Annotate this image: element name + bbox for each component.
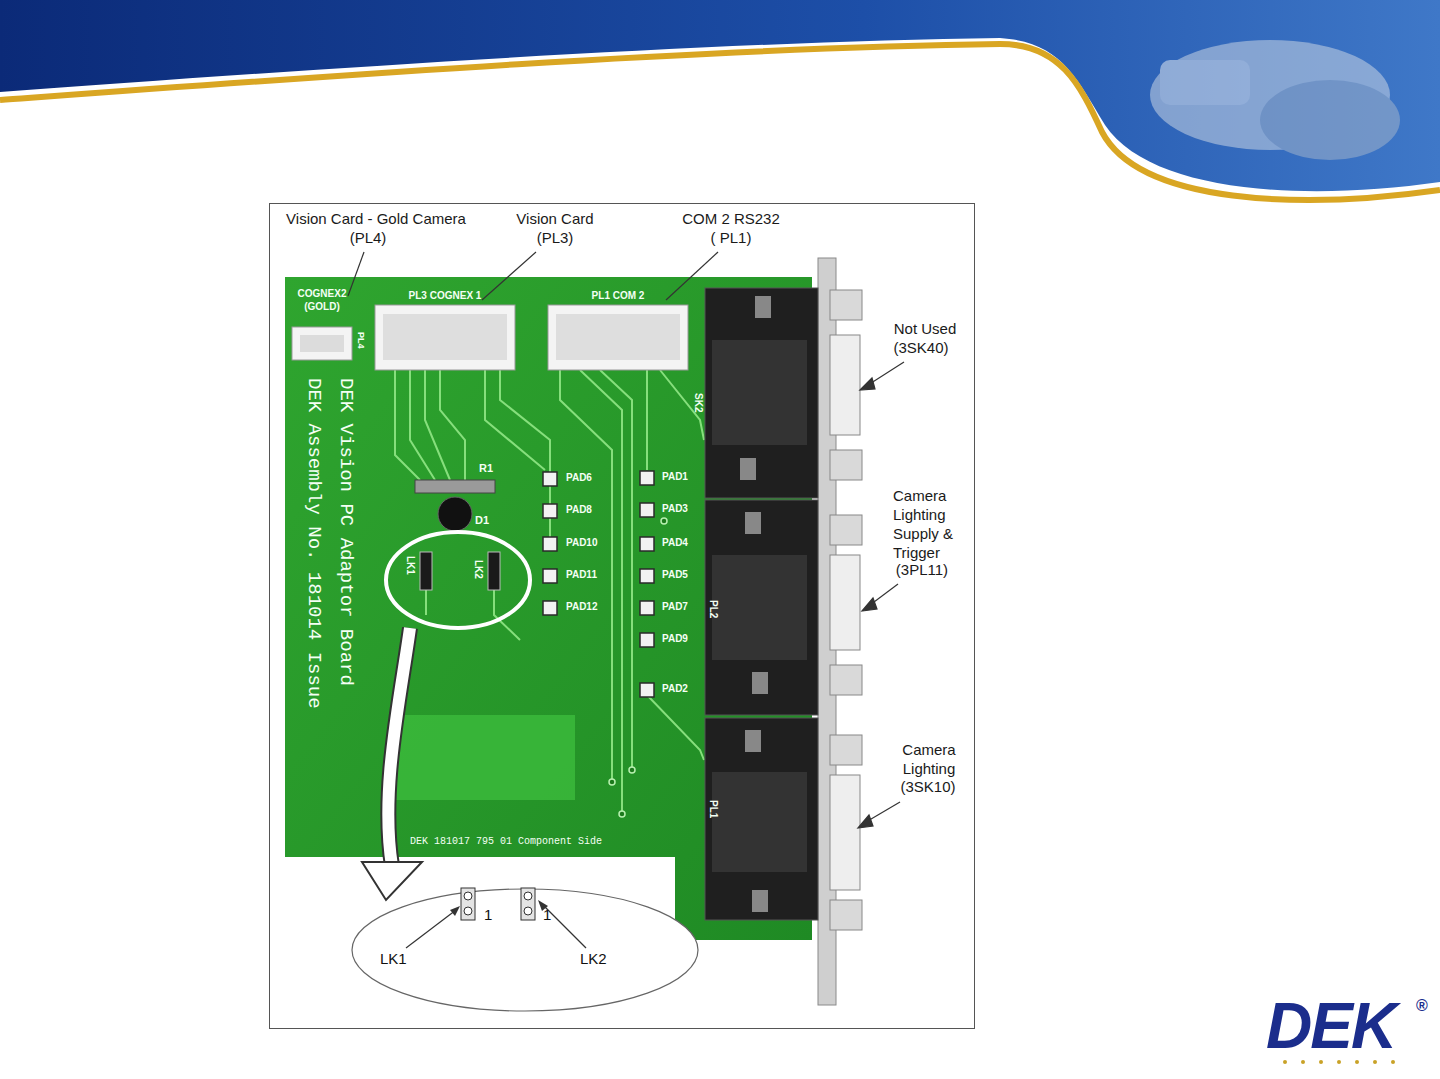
silkscreen-text: DEK 181017 795 01 Component Side: [410, 836, 602, 848]
pad-label: PAD9: [662, 633, 688, 645]
silkscreen-text: LK1: [404, 556, 416, 575]
registered-mark: ®: [1416, 996, 1428, 1015]
silkscreen-text: COGNEX2: [298, 288, 347, 300]
dsub-connectors: [705, 258, 862, 1005]
silkscreen-text: PL2: [707, 600, 719, 618]
silkscreen-text: (GOLD): [304, 301, 340, 313]
pad-label: PAD6: [566, 472, 592, 484]
jumper-lk2: [488, 552, 500, 590]
header-band: [0, 0, 1440, 191]
pad-label: PAD8: [566, 504, 592, 516]
silkscreen-text: D1: [475, 514, 489, 527]
pcb-board: [285, 277, 812, 940]
highlight-ring: [386, 532, 530, 628]
zoom-arrow: [362, 628, 422, 900]
test-pads: [543, 471, 654, 697]
pad-label: PAD4: [662, 537, 688, 549]
pad-label: PAD12: [566, 601, 598, 613]
resistor-network: [415, 480, 495, 493]
company-logo: DEK: [1266, 988, 1395, 1065]
silkscreen-text: PL1 COM 2: [592, 290, 645, 302]
pad-label: PAD2: [662, 683, 688, 695]
pad-label: PAD3: [662, 503, 688, 515]
label-area: [395, 715, 575, 800]
pin-number: 1: [484, 906, 492, 924]
board-title: DEK Vision PC Adaptor Board: [334, 378, 357, 686]
callout-label: Vision Card: [516, 210, 593, 228]
pad-label: PAD10: [566, 537, 598, 549]
jumper-label: LK2: [580, 950, 607, 968]
callout-label: Camera Lighting Supply & Trigger: [893, 486, 967, 562]
callout-designator: (3SK10): [900, 778, 955, 796]
pad-label: PAD11: [566, 569, 597, 581]
callout-designator: ( PL1): [711, 229, 752, 247]
callout-label: COM 2 RS232: [682, 210, 780, 228]
callout-designator: (PL3): [537, 229, 574, 247]
copper-traces: [395, 370, 704, 812]
callout-designator: (3PL11): [896, 561, 948, 579]
board-assembly-number: DEK Assembly No. 181014 Issue: [302, 378, 325, 709]
callout-label: Vision Card - Gold Camera: [286, 210, 466, 228]
pin-number: 1: [543, 906, 551, 924]
silkscreen-text: PL4: [355, 332, 366, 349]
callout-label: Camera Lighting: [893, 740, 965, 778]
jumper-lk1: [420, 552, 432, 590]
pad-label: PAD7: [662, 601, 688, 613]
machine-image: [1150, 40, 1400, 160]
diode: [438, 497, 472, 531]
pad-label: PAD5: [662, 569, 688, 581]
header-connectors: [292, 305, 688, 370]
leader-lines: [348, 252, 904, 828]
pad-label: PAD1: [662, 471, 688, 483]
silkscreen-text: PL1: [707, 800, 719, 818]
silkscreen-text: PL3 COGNEX 1: [409, 290, 482, 302]
zoom-inset: 1 1LK1 LK2: [350, 886, 700, 1014]
callout-designator: (PL4): [350, 229, 387, 247]
callout-designator: (3SK40): [893, 339, 948, 357]
jumper-label: LK1: [380, 950, 407, 968]
silkscreen-text: SK2: [692, 393, 704, 412]
silkscreen-text: R1: [479, 462, 493, 475]
silkscreen-text: LK2: [472, 560, 484, 579]
vias: [609, 518, 667, 817]
figure-frame: [270, 204, 975, 1029]
callout-label: Not Used: [894, 320, 957, 338]
